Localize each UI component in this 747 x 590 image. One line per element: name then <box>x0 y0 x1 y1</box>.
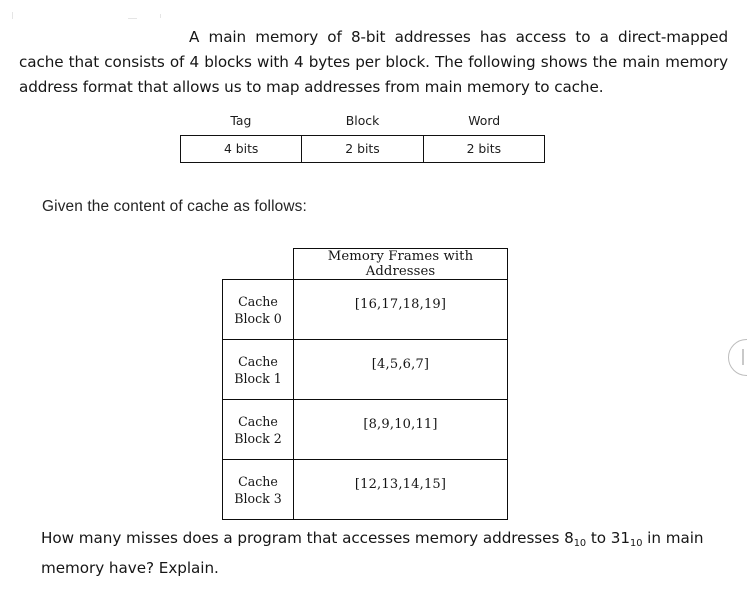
cache-block-3-frames: [12,13,14,15] <box>293 459 508 520</box>
table-row: Cache Block 2 [8,9,10,11] <box>222 399 508 460</box>
given-content-line: Given the content of cache as follows: <box>42 198 307 215</box>
question-paragraph: How many misses does a program that acce… <box>41 523 711 583</box>
cache-block-3-label-line2: Block 3 <box>234 490 282 506</box>
address-format-value-word: 2 bits <box>422 136 544 162</box>
scan-artifact-mark <box>160 14 161 18</box>
intro-paragraph: A main memory of 8-bit addresses has acc… <box>19 28 728 97</box>
address-format-value-tag: 4 bits <box>223 141 259 156</box>
cache-block-3-label: Cache Block 3 <box>222 459 294 520</box>
address-format-label-block: Block <box>345 113 380 128</box>
table-row: Cache Block 1 [4,5,6,7] <box>222 339 508 400</box>
table-column-header: Memory Frames with Addresses <box>293 248 508 280</box>
cache-content-table: Memory Frames with Addresses Cache Block… <box>222 248 508 520</box>
address-format-label-word: Word <box>468 113 501 128</box>
cache-block-0-label-line1: Cache <box>238 293 278 309</box>
question-text-part2: to 31 <box>586 529 631 548</box>
table-row: Cache Block 3 [12,13,14,15] <box>222 459 508 520</box>
table-header-row: Memory Frames with Addresses <box>223 248 508 280</box>
cache-block-2-label: Cache Block 2 <box>222 399 294 460</box>
question-subscript-2: 10 <box>630 538 643 550</box>
question-text-part1: How many misses does a program that acce… <box>41 529 574 548</box>
scan-artifact-mark <box>128 18 137 19</box>
cache-block-0-frames: [16,17,18,19] <box>293 279 508 340</box>
cache-block-2-label-line1: Cache <box>238 413 278 429</box>
cache-block-0-label: Cache Block 0 <box>222 279 294 340</box>
cache-block-1-frames: [4,5,6,7] <box>293 339 508 400</box>
address-format-value-block: 2 bits <box>301 136 422 162</box>
cache-block-2-label-line2: Block 2 <box>234 430 282 446</box>
table-corner-cell <box>223 249 294 280</box>
edge-circle-inner-mark <box>742 349 744 365</box>
cache-block-1-label: Cache Block 1 <box>222 339 294 400</box>
cache-block-1-label-line1: Cache <box>238 353 278 369</box>
question-text-part3: in main memory have? Explain. <box>41 529 704 578</box>
address-format-table: Tag Block Word 4 bits 2 bits 2 bits <box>180 112 545 163</box>
scan-artifact-mark <box>12 12 13 19</box>
cache-block-0-label-line2: Block 0 <box>234 310 282 326</box>
address-format-label-tag: Tag <box>230 113 252 128</box>
question-subscript-1: 10 <box>573 538 587 550</box>
address-format-labels: Tag Block Word <box>180 112 545 130</box>
table-row: Cache Block 0 [16,17,18,19] <box>222 279 508 340</box>
address-format-cells: 4 bits 2 bits 2 bits <box>180 135 545 163</box>
cache-block-2-frames: [8,9,10,11] <box>293 399 508 460</box>
cache-block-1-label-line2: Block 1 <box>234 370 282 386</box>
edge-circle-icon[interactable] <box>728 339 747 376</box>
cache-block-3-label-line1: Cache <box>238 473 278 489</box>
